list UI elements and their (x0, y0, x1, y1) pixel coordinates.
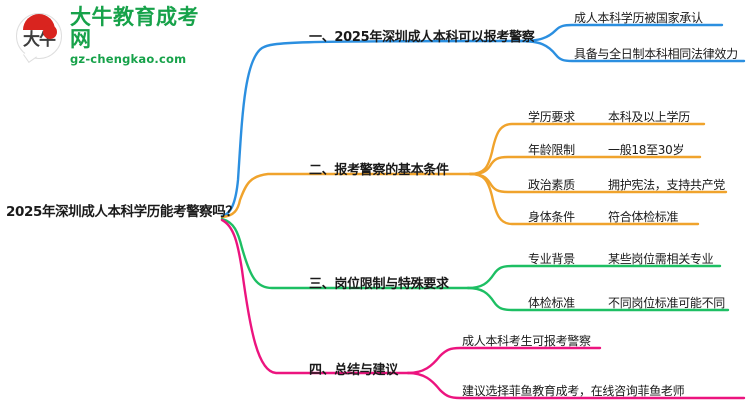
branch-node-3[interactable]: 三、岗位限制与特殊要求 (309, 277, 449, 292)
branch-2-fork-2 (468, 155, 702, 176)
logo-title: 大牛教育成考网 (70, 4, 199, 51)
leaf-value-3-1[interactable]: 某些岗位需相关专业 (608, 252, 714, 266)
branch-node-1[interactable]: 一、2025年深圳成人本科可以报考警察 (309, 30, 535, 45)
leaf-label-3-2[interactable]: 体检标准 (528, 296, 575, 310)
branch-1-fork-lower (518, 39, 746, 63)
leaf-node-4-2[interactable]: 建议选择菲鱼教育成考，在线咨询菲鱼老师 (462, 384, 685, 398)
branch-1-fork-upper (518, 23, 724, 43)
branch-node-4[interactable]: 四、总结与建议 (309, 363, 398, 378)
logo-red-dot-shape (43, 25, 57, 39)
leaf-label-3-1[interactable]: 专业背景 (528, 252, 575, 266)
branch-4-fork-upper (406, 346, 602, 375)
leaf-value-2-1[interactable]: 本科及以上学历 (608, 110, 690, 124)
leaf-value-2-3[interactable]: 拥护宪法，支持共产党 (608, 178, 726, 192)
branch-2-trunk (220, 172, 472, 219)
branch-3-trunk (220, 217, 470, 290)
leaf-label-2-1[interactable]: 学历要求 (528, 110, 575, 124)
branch-4-fork-lower (406, 371, 746, 400)
leaf-label-2-3[interactable]: 政治素质 (528, 178, 575, 192)
leaf-label-2-4[interactable]: 身体条件 (528, 210, 575, 224)
site-logo: 大牛 大牛教育成考网 gz-chengkao.com (14, 6, 214, 66)
branch-3-fork-lower (466, 286, 730, 312)
branch-4-trunk (220, 218, 410, 375)
mindmap-root-node[interactable]: 2025年深圳成人本科学历能考警察吗？ (6, 204, 239, 220)
leaf-node-1-1[interactable]: 成人本科学历被国家承认 (574, 11, 703, 25)
branch-3-fork-upper (466, 264, 722, 290)
leaf-node-1-2[interactable]: 具备与全日制本科相同法律效力 (574, 47, 738, 61)
logo-url: gz-chengkao.com (70, 52, 187, 67)
logo-wordmark: 大牛教育成考网 gz-chengkao.com (70, 6, 214, 66)
leaf-value-2-4[interactable]: 符合体检标准 (608, 210, 679, 224)
leaf-node-4-1[interactable]: 成人本科考生可报考警察 (462, 334, 591, 348)
logo-mark-icon: 大牛 (14, 11, 64, 63)
leaf-value-3-2[interactable]: 不同岗位标准可能不同 (608, 296, 726, 310)
leaf-value-2-2[interactable]: 一般18至30岁 (608, 143, 685, 157)
branch-2-fork-4 (468, 172, 700, 226)
branch-1-trunk (220, 39, 522, 218)
leaf-label-2-2[interactable]: 年龄限制 (528, 143, 575, 157)
branch-node-2[interactable]: 二、报考警察的基本条件 (309, 163, 449, 178)
